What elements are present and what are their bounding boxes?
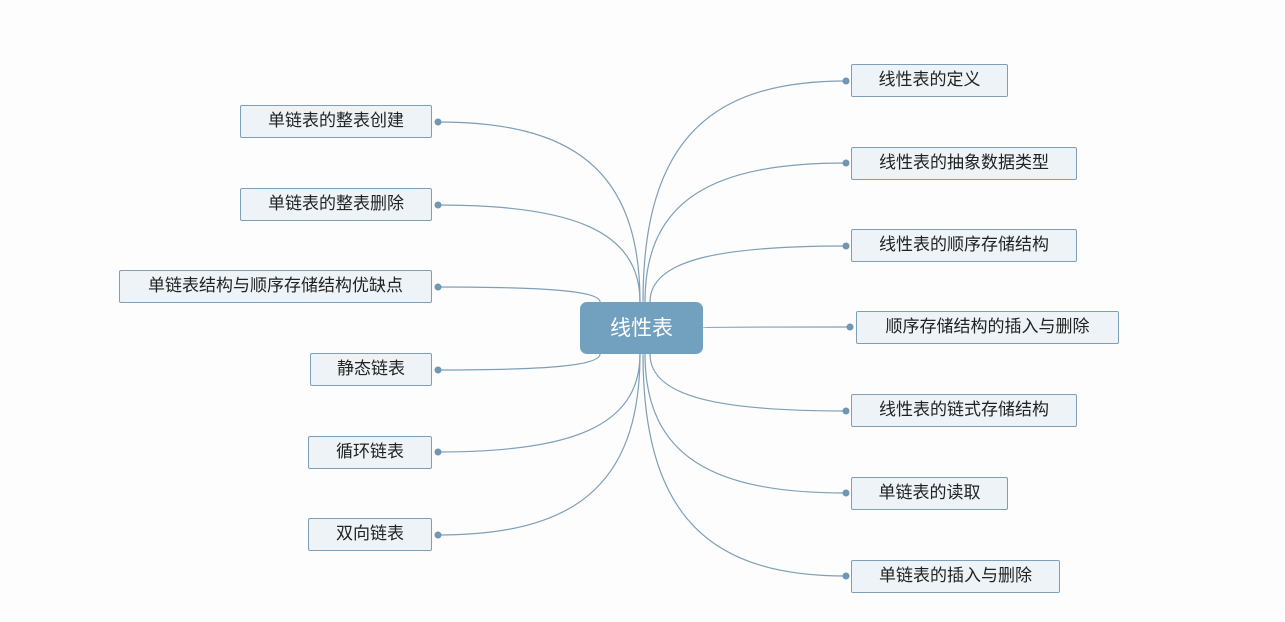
connector-right-6	[642, 353, 847, 577]
connector-dot-right-0	[842, 77, 850, 85]
topic-linear-list-adt[interactable]: 线性表的抽象数据类型	[851, 147, 1077, 180]
connector-dot-right-6	[842, 572, 850, 580]
connector-dot-left-5	[434, 531, 442, 539]
connector-left-0	[437, 121, 641, 303]
topic-sequential-insert-delete[interactable]: 顺序存储结构的插入与删除	[856, 311, 1119, 344]
connector-dot-right-1	[842, 159, 850, 167]
topic-sequential-storage-structure[interactable]: 线性表的顺序存储结构	[851, 229, 1077, 262]
connector-dot-left-1	[434, 201, 442, 209]
connector-right-4	[649, 353, 847, 412]
connector-dot-right-5	[842, 489, 850, 497]
topic-circular-linked-list[interactable]: 循环链表	[308, 436, 432, 469]
connector-left-2	[437, 286, 601, 303]
connector-left-4	[437, 353, 641, 453]
connector-dot-left-3	[434, 366, 442, 374]
topic-linked-storage-structure[interactable]: 线性表的链式存储结构	[851, 394, 1077, 427]
connector-left-3	[437, 353, 601, 371]
topic-linked-vs-sequential-pros-cons[interactable]: 单链表结构与顺序存储结构优缺点	[119, 270, 432, 303]
topic-singly-linked-list-delete-all[interactable]: 单链表的整表删除	[240, 188, 432, 221]
topic-linear-list-definition[interactable]: 线性表的定义	[851, 64, 1008, 97]
connector-right-5	[644, 353, 847, 494]
connector-left-1	[437, 204, 641, 303]
connector-dot-left-0	[434, 118, 442, 126]
connector-dot-left-2	[434, 283, 442, 291]
connector-dot-right-2	[842, 242, 850, 250]
connector-right-2	[649, 245, 847, 303]
topic-doubly-linked-list[interactable]: 双向链表	[308, 518, 432, 551]
connector-dot-left-4	[434, 448, 442, 456]
connector-right-3	[702, 326, 851, 329]
topic-singly-linked-list-read[interactable]: 单链表的读取	[851, 477, 1008, 510]
topic-static-linked-list[interactable]: 静态链表	[310, 353, 432, 386]
central-topic[interactable]: 线性表	[580, 302, 703, 354]
connector-left-5	[437, 353, 641, 536]
connector-dot-right-3	[846, 323, 854, 331]
connector-right-1	[644, 162, 847, 303]
topic-singly-linked-list-insert-delete[interactable]: 单链表的插入与删除	[851, 560, 1060, 593]
connector-dot-right-4	[842, 407, 850, 415]
topic-singly-linked-list-create[interactable]: 单链表的整表创建	[240, 105, 432, 138]
connector-right-0	[642, 80, 847, 303]
